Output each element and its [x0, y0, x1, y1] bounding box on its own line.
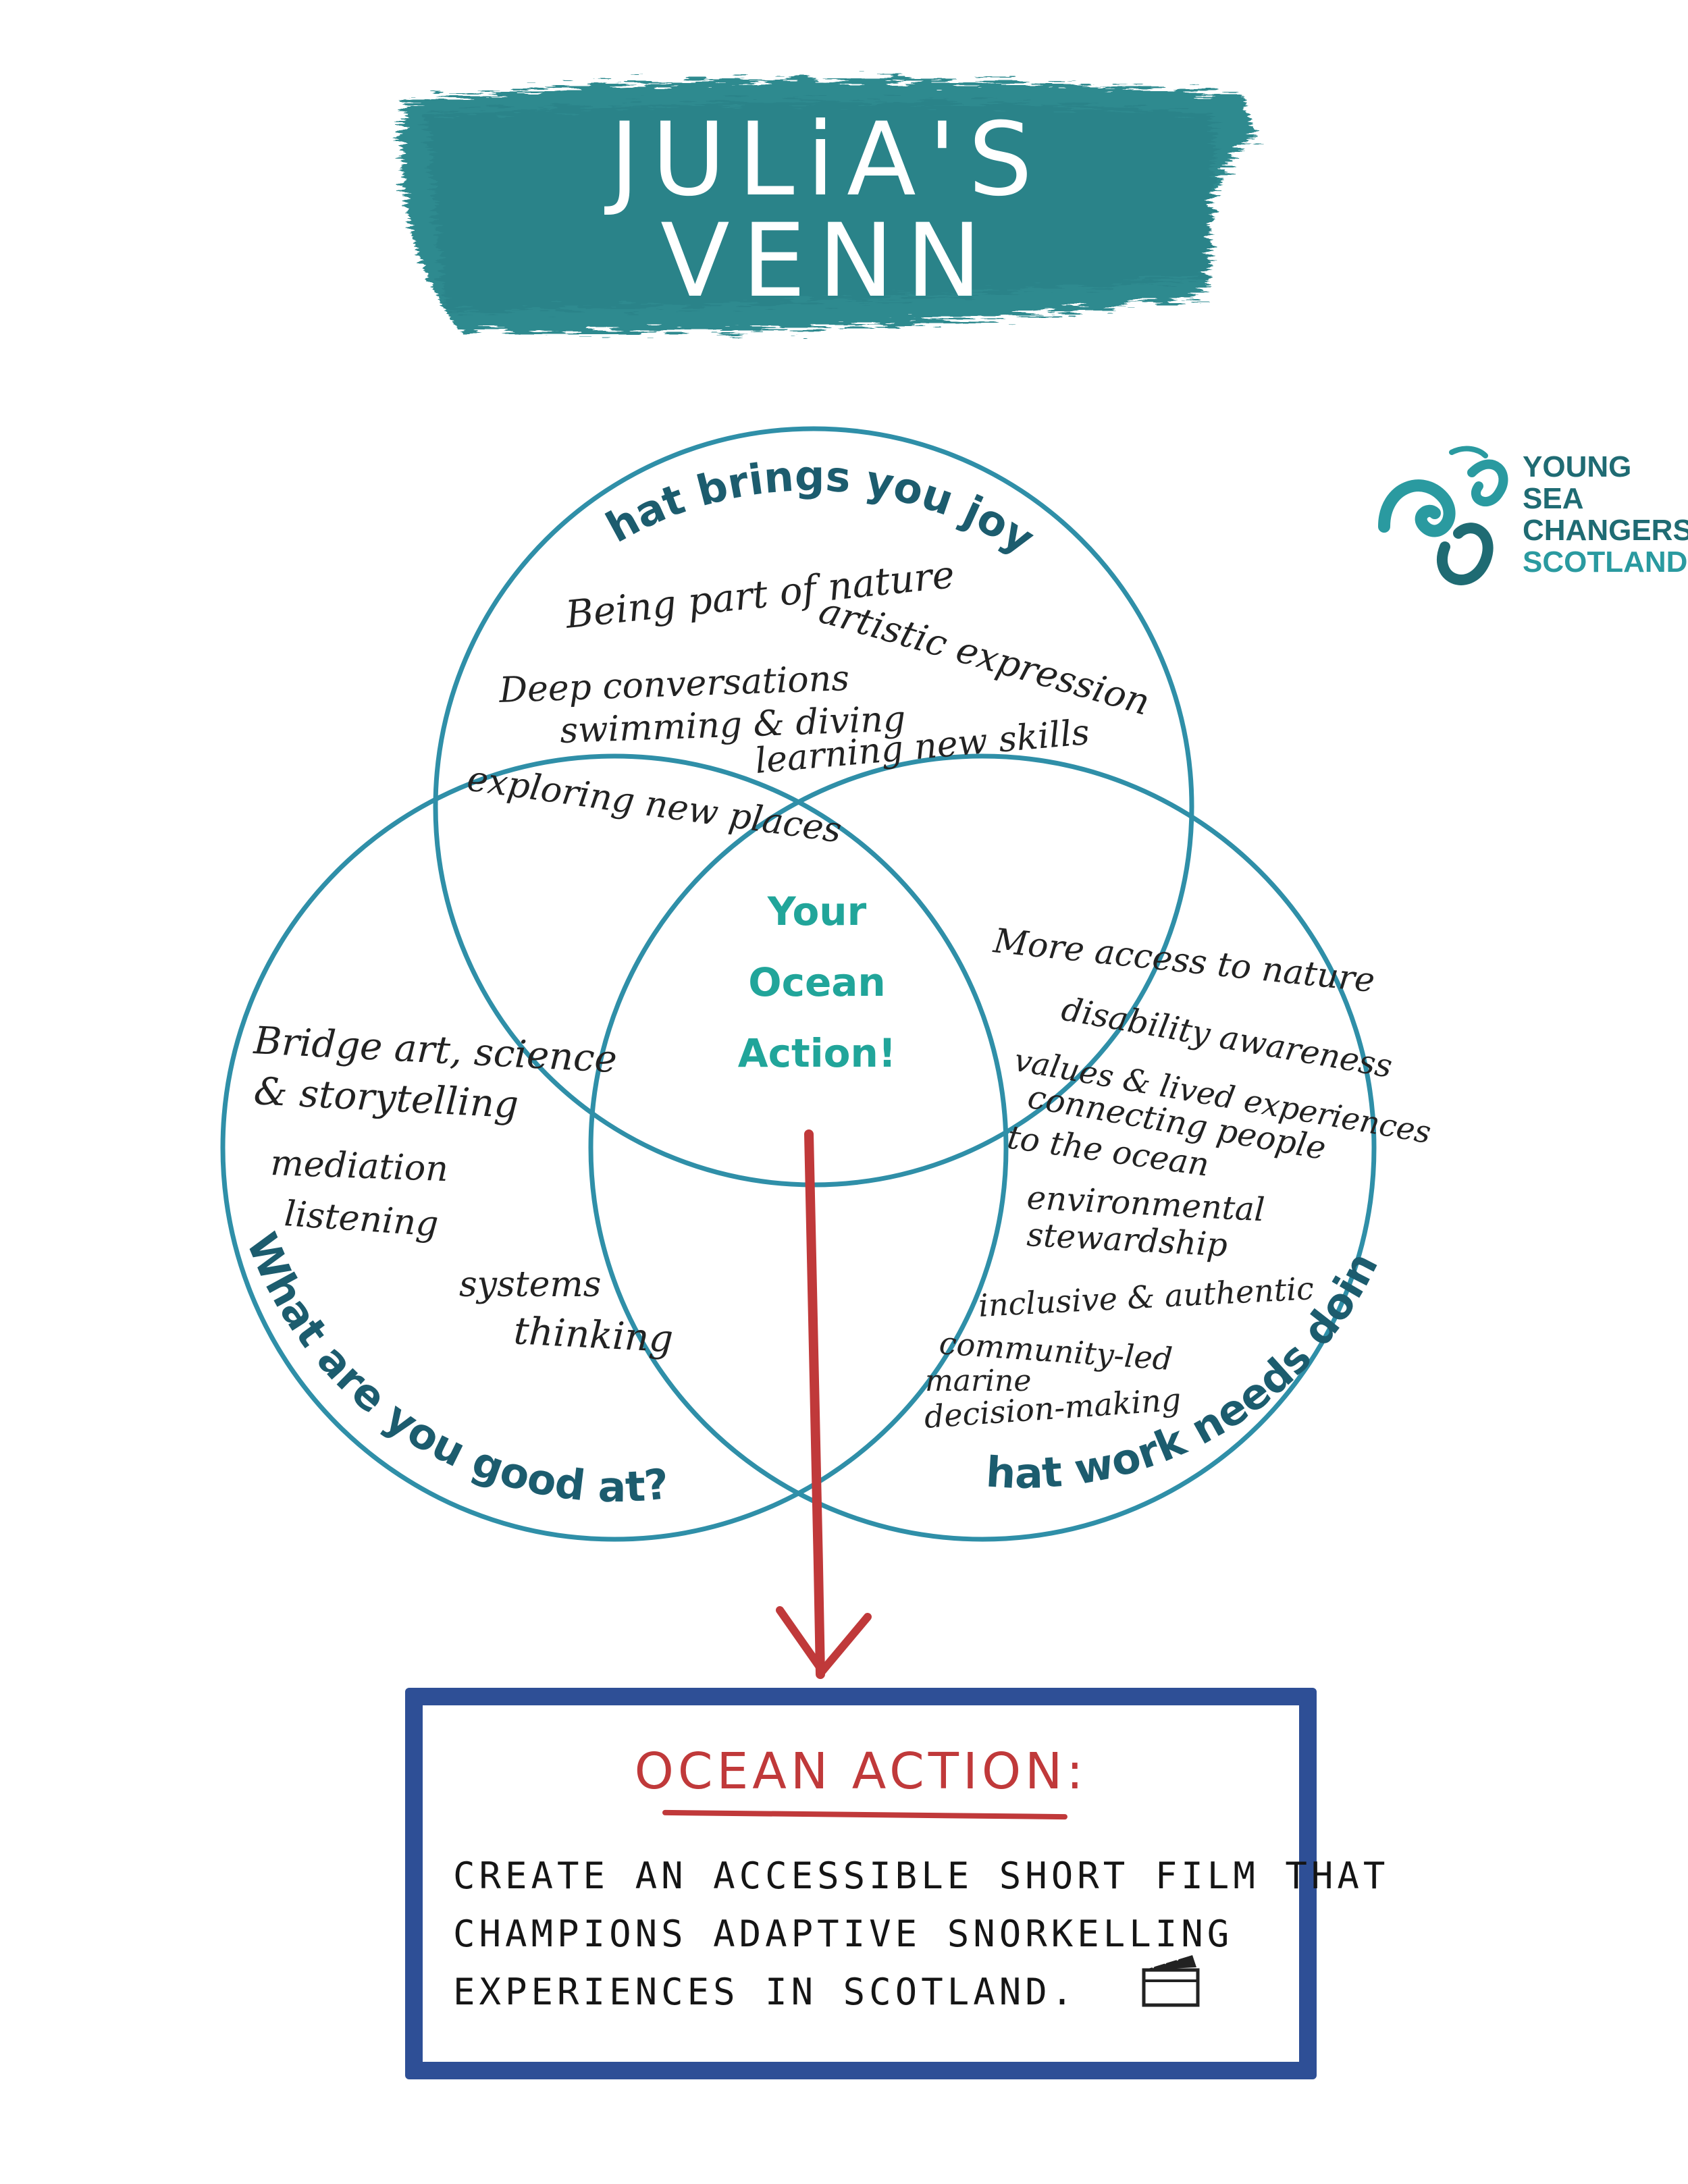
wave-swirl-icon: [1378, 446, 1508, 585]
title-line-1: JULiA'S: [609, 101, 1045, 219]
title-underline: [662, 1809, 1068, 1820]
good-at-item: mediation: [270, 1143, 449, 1190]
ocean-action-title: OCEAN ACTION:: [634, 1742, 1088, 1801]
logo-line-4: SCOTLAND: [1523, 545, 1688, 579]
label-joy: What brings you joy?: [0, 0, 1043, 564]
title-line-2: VENN: [660, 203, 994, 320]
title-brush-banner: [401, 79, 1257, 333]
good-at-item: thinking: [512, 1309, 674, 1361]
logo-line-1: YOUNG: [1523, 450, 1632, 483]
logo-line-3: CHANGERS: [1523, 514, 1688, 547]
clapperboard-icon: [1142, 1949, 1200, 2007]
good-at-item: systems: [459, 1264, 601, 1305]
label-good-at: What are you good at?: [237, 1226, 671, 1512]
logo-wordmark: YOUNG SEA CHANGERS SCOTLAND: [1523, 451, 1688, 578]
needs-item: More access to nature: [991, 921, 1377, 1000]
good-at-item: listening: [283, 1194, 440, 1245]
needs-item: inclusive & authentic: [978, 1270, 1315, 1324]
ocean-action-text: CREATE AN ACCESSIBLE SHORT FILM THAT CHA…: [453, 1847, 1390, 2021]
logo-line-2: SEA: [1523, 482, 1584, 515]
ocean-action-line: CREATE AN ACCESSIBLE SHORT FILM THAT: [453, 1855, 1390, 1897]
ocean-action-line: CHAMPIONS ADAPTIVE SNORKELLING: [453, 1913, 1234, 1955]
center-label-line-2: Ocean: [748, 959, 885, 1005]
center-label-line-1: Your: [767, 888, 867, 934]
label-needs: What work needs doing?: [0, 0, 1388, 1498]
down-arrow-icon: [776, 1129, 872, 1679]
ocean-action-box: OCEAN ACTION: CREATE AN ACCESSIBLE SHORT…: [405, 1688, 1390, 2079]
venn-circle-needs: [588, 753, 1377, 1542]
good-at-item: & storytelling: [253, 1069, 519, 1127]
venn-circle-good-at: [220, 753, 1009, 1542]
center-label-line-3: Action!: [738, 1030, 896, 1076]
ocean-action-line: EXPERIENCES IN SCOTLAND.: [453, 1971, 1078, 2013]
needs-item: marine: [925, 1364, 1031, 1398]
